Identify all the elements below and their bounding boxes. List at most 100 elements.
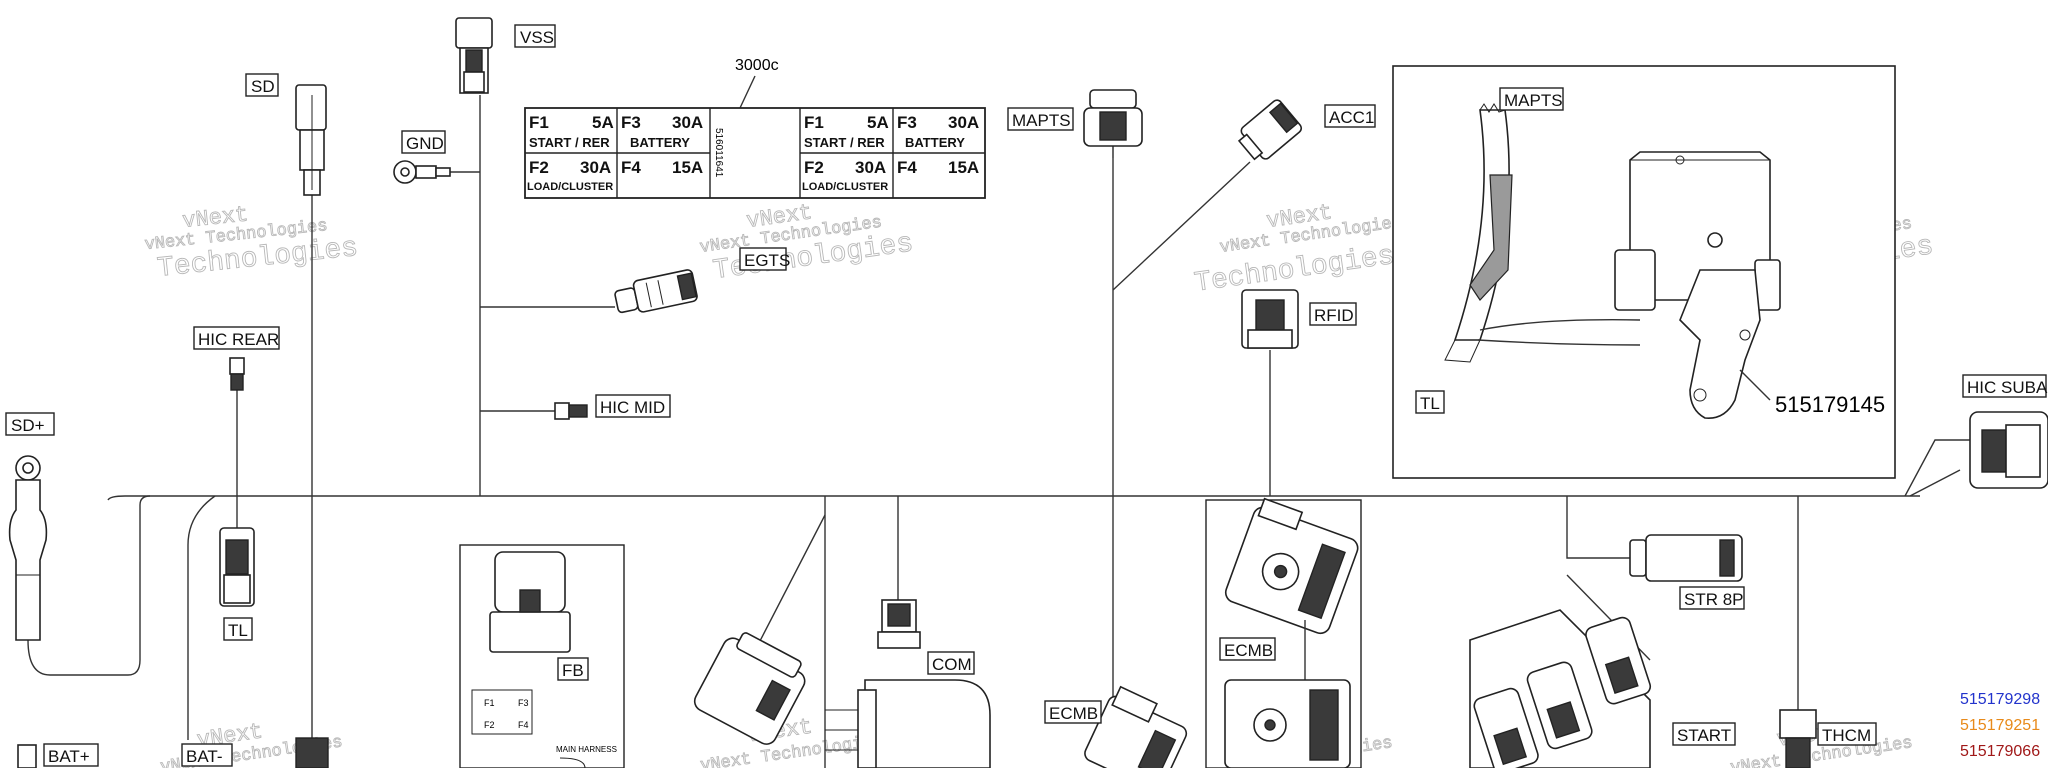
label-box-sd bbox=[245, 73, 279, 97]
label-box-tl-left bbox=[223, 617, 253, 641]
label-box-tl-inset bbox=[1415, 390, 1445, 414]
ecmb-connector-left bbox=[1084, 685, 1188, 768]
label-ecmb-left: ECMB bbox=[1049, 704, 1098, 723]
label-box-vss bbox=[514, 24, 556, 48]
start-connector-cluster bbox=[1469, 609, 1652, 768]
part-number-orange: 515179251 bbox=[1960, 717, 2040, 734]
fuse-f2-id: F2 bbox=[804, 158, 824, 177]
vss-connector bbox=[455, 17, 493, 94]
hic-rear-connector bbox=[229, 357, 245, 391]
acc1-connector bbox=[1237, 99, 1303, 161]
sd-plus-wire bbox=[27, 495, 151, 676]
part-number-blue: 515179298 bbox=[1960, 691, 2040, 708]
com-connector bbox=[877, 599, 921, 649]
label-box-hic-mid bbox=[595, 394, 671, 418]
label-box-rfid bbox=[1309, 302, 1357, 326]
label-ecmb-right: ECMB bbox=[1224, 641, 1273, 660]
fuse-block-panel: F1 F3 F2 F4 MAIN HARNESS bbox=[459, 544, 625, 768]
acc1-wire bbox=[1112, 161, 1251, 291]
sd-plus-cable bbox=[8, 455, 48, 641]
label-hic-mid: HIC MID bbox=[600, 398, 665, 417]
main-trunk-wire bbox=[107, 495, 1920, 501]
fuse-f1-amp: 5A bbox=[592, 113, 614, 132]
fuse-f1-id: F1 bbox=[804, 113, 824, 132]
label-tl-inset: TL bbox=[1420, 394, 1440, 413]
fb-f4-label: F4 bbox=[518, 720, 529, 730]
label-bat-minus: BAT- bbox=[186, 747, 223, 766]
label-hic-suba: HIC SUBA bbox=[1967, 378, 2048, 397]
label-fb: FB bbox=[562, 661, 584, 680]
tl-connector-left bbox=[219, 527, 255, 607]
label-box-sd-plus bbox=[5, 412, 55, 436]
inset-part-number: 515179145 bbox=[1775, 392, 1885, 417]
str8p-wire bbox=[1566, 496, 1630, 559]
fuse-f3-id: F3 bbox=[621, 113, 641, 132]
fuse-f1-id: F1 bbox=[529, 113, 549, 132]
label-box-ecmb-right bbox=[1219, 637, 1276, 661]
bottom-connector bbox=[295, 737, 329, 768]
label-egts: EGTS bbox=[744, 251, 790, 270]
label-bat-plus: BAT+ bbox=[48, 747, 90, 766]
fuse-f4-amp: 15A bbox=[948, 158, 979, 177]
hic-suba-connector bbox=[1969, 411, 2048, 489]
str8p-connector bbox=[1629, 534, 1743, 582]
hic-suba-wire bbox=[1904, 439, 1985, 497]
label-acc1: ACC1 bbox=[1329, 108, 1374, 127]
label-box-com bbox=[927, 651, 975, 675]
fb-f3-label: F3 bbox=[518, 698, 529, 708]
label-vss: VSS bbox=[520, 28, 554, 47]
label-box-hic-rear bbox=[193, 326, 280, 350]
fuse-f1-desc: START / RER bbox=[804, 135, 885, 150]
label-tl-left: TL bbox=[228, 621, 248, 640]
label-box-hic-suba bbox=[1962, 374, 2047, 398]
part-number-red: 515179066 bbox=[1960, 743, 2040, 760]
label-sd: SD bbox=[251, 77, 275, 96]
label-hic-rear: HIC REAR bbox=[198, 330, 279, 349]
bat-minus-wire bbox=[187, 495, 216, 740]
lower-center-connector bbox=[693, 632, 806, 745]
label-box-acc1 bbox=[1324, 104, 1376, 128]
fuse-f2-amp: 30A bbox=[580, 158, 611, 177]
label-box-bat-plus bbox=[43, 743, 99, 767]
fuse-f2-desc: LOAD/CLUSTER bbox=[802, 181, 888, 193]
fuse-ref-leader bbox=[739, 75, 756, 109]
label-sd-plus: SD+ bbox=[11, 416, 45, 435]
ecmb-panel bbox=[1205, 497, 1362, 768]
label-str8p: STR 8P bbox=[1684, 590, 1744, 609]
label-box-mapts bbox=[1007, 107, 1074, 131]
hic-mid-connector bbox=[554, 402, 588, 420]
label-box-mapts-inset bbox=[1499, 87, 1564, 111]
bat-plus-terminal bbox=[17, 744, 37, 768]
label-box-gnd bbox=[401, 130, 446, 154]
fuse-f4-id: F4 bbox=[621, 158, 641, 177]
detail-inset: 515179145 bbox=[1392, 65, 1896, 479]
fuse-f3-id: F3 bbox=[897, 113, 917, 132]
fuse-box-ref: 3000c bbox=[735, 57, 779, 74]
fuse-f2-id: F2 bbox=[529, 158, 549, 177]
gnd-ring-terminal bbox=[393, 160, 451, 184]
thcm-connector bbox=[1779, 709, 1817, 768]
label-box-bat-minus bbox=[181, 743, 233, 767]
label-start: START bbox=[1677, 726, 1731, 745]
fuse-f2-desc: LOAD/CLUSTER bbox=[527, 181, 613, 193]
fuse-part-number: 516011641 bbox=[713, 128, 724, 178]
fuse-f4-amp: 15A bbox=[672, 158, 703, 177]
fuse-f1-amp: 5A bbox=[867, 113, 889, 132]
label-box-str8p bbox=[1679, 586, 1745, 610]
fb-main-harness-label: MAIN HARNESS bbox=[556, 745, 617, 754]
com-module bbox=[825, 679, 991, 768]
label-box-start bbox=[1672, 722, 1736, 746]
label-box-ecmb-left bbox=[1044, 700, 1102, 724]
part-number-list: 515179298 515179251 515179066 bbox=[1960, 691, 2040, 760]
fuse-f1-desc: START / RER bbox=[529, 135, 610, 150]
fuse-f2-amp: 30A bbox=[855, 158, 886, 177]
label-thcm: THCM bbox=[1822, 726, 1871, 745]
label-mapts-inset: MAPTS bbox=[1504, 91, 1563, 110]
label-gnd: GND bbox=[406, 134, 444, 153]
fb-f1-label: F1 bbox=[484, 698, 495, 708]
fuse-box-table: 3000c F1 5A START / RER F3 30A BATTERY F… bbox=[524, 57, 986, 199]
harness-wires bbox=[27, 95, 1985, 768]
fuse-f3-amp: 30A bbox=[672, 113, 703, 132]
rfid-connector bbox=[1241, 289, 1299, 349]
